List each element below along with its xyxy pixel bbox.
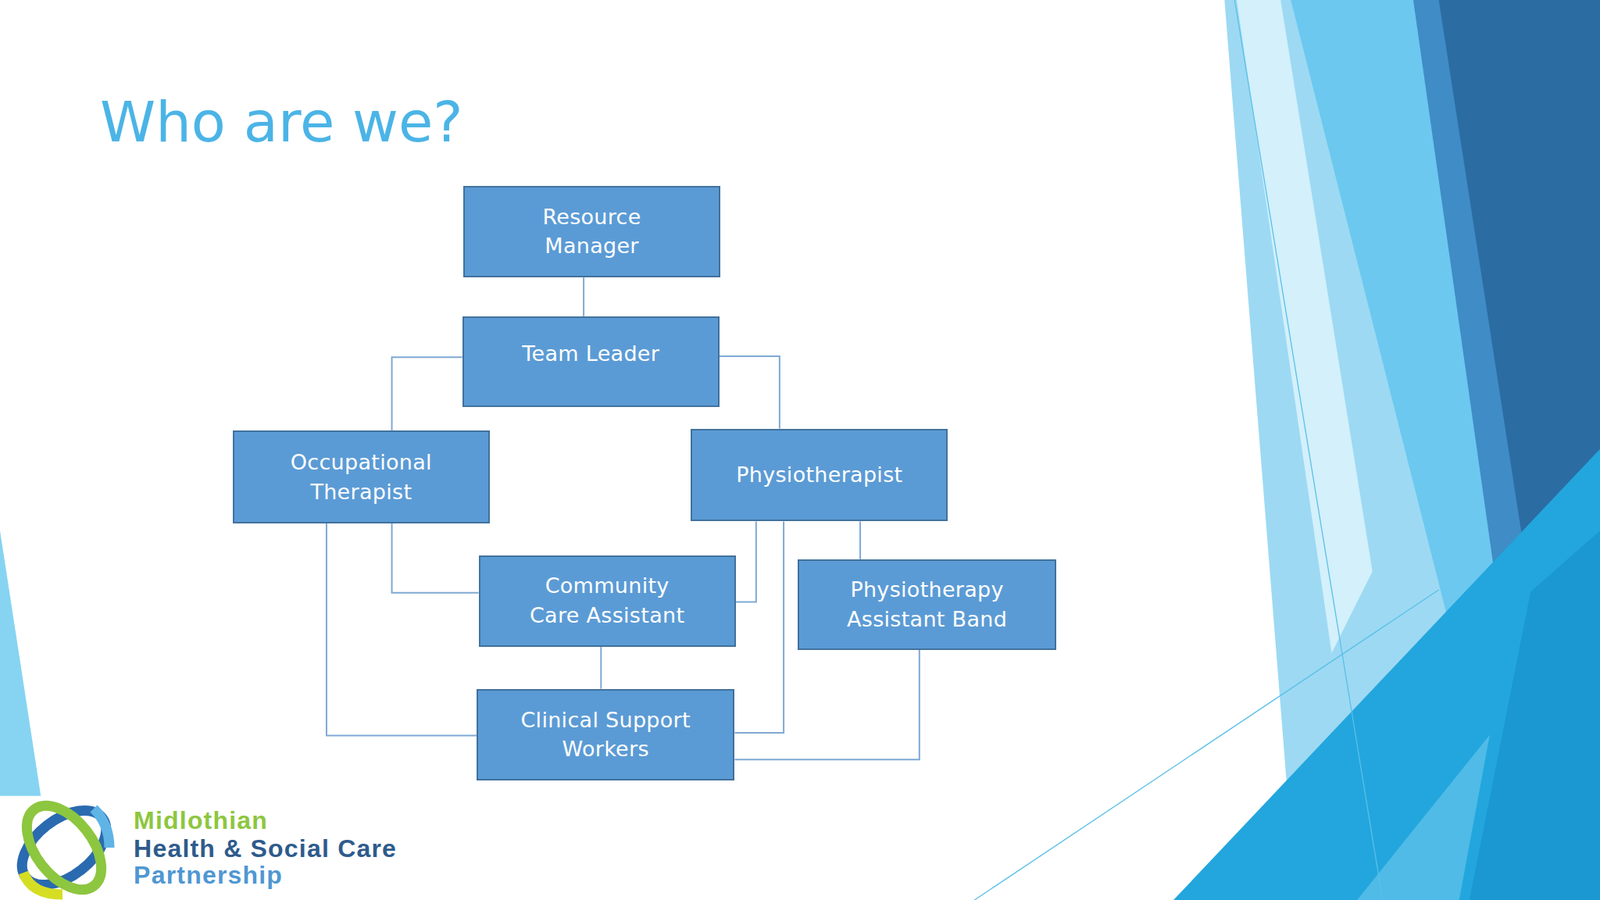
role-box: Resource Manager [463, 185, 721, 279]
connector-line [392, 523, 479, 593]
role-text: Clinical Support Workers [496, 705, 715, 765]
role-box: Physiotherapy Assistant Band [797, 559, 1056, 650]
connector-line [719, 356, 780, 429]
role-text: Community Care Assistant [525, 571, 690, 631]
logo-text: Partnership [133, 862, 283, 888]
connector-line [735, 521, 757, 602]
role-text: Physiotherapy Assistant Band [817, 575, 1037, 635]
role-text: Team Leader [521, 339, 660, 369]
connector-line [582, 277, 585, 317]
deep-facet [1469, 530, 1600, 900]
left-sliver [0, 530, 41, 797]
bright-wedge [1173, 449, 1600, 900]
logo-text: Health & Social Care [133, 835, 397, 861]
connector-line [859, 521, 861, 559]
role-box: Clinical Support Workers [476, 689, 735, 782]
role-text: Physiotherapist [735, 460, 903, 490]
connector-line [734, 650, 919, 760]
bright-facet [1357, 734, 1490, 900]
role-box: Occupational Therapist [232, 430, 490, 524]
logo-text: Midlothian [133, 807, 268, 833]
role-text: Occupational Therapist [251, 447, 471, 508]
role-box: Team Leader [462, 316, 720, 408]
logo-ring [11, 792, 116, 900]
connector-line [392, 357, 463, 431]
connector-line [600, 646, 602, 690]
connector-line [734, 521, 784, 733]
role-text: Resource Manager [510, 202, 675, 262]
role-box: Community Care Assistant [478, 555, 736, 648]
thin-line [1234, 0, 1383, 900]
role-box: Physiotherapist [690, 428, 948, 522]
partnership-logo [0, 785, 133, 900]
logo-ring [93, 808, 110, 848]
connector-line [326, 523, 477, 736]
slide-title: Who are we? [100, 93, 463, 150]
logo-ring [23, 872, 63, 895]
